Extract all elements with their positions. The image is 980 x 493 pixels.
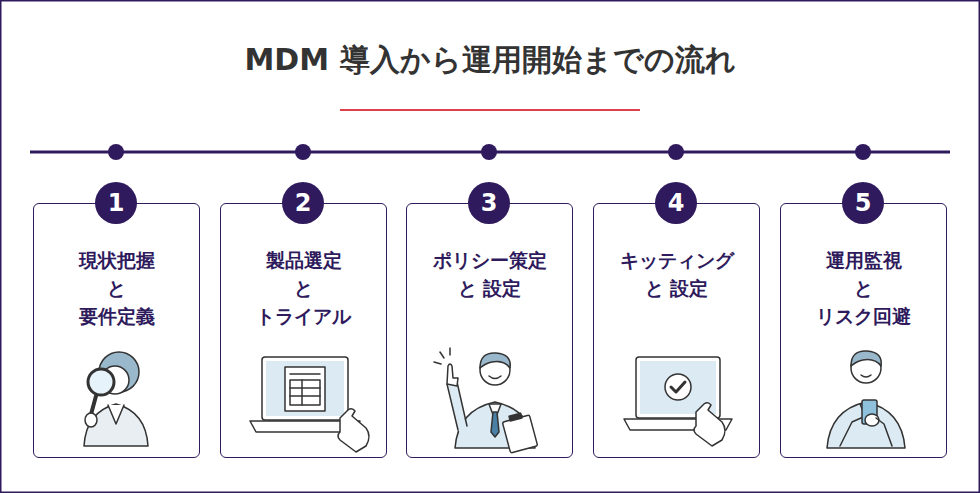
raised-finger — [447, 364, 458, 386]
person-collar — [108, 405, 124, 424]
step-number: 2 — [282, 182, 324, 224]
person-clipboard-illustration — [434, 348, 538, 453]
person-tie — [491, 412, 499, 437]
step-number-badge: 4 — [655, 182, 697, 224]
person-hand — [85, 413, 97, 427]
document-line — [290, 387, 320, 389]
pointing-hand — [338, 409, 369, 452]
person-smile — [861, 375, 871, 377]
timeline-dot — [668, 144, 684, 160]
document-line — [290, 373, 320, 375]
step-card: 製品選定 と トライアル2 — [220, 203, 387, 458]
badge-circle — [842, 182, 884, 224]
badge-circle — [282, 182, 324, 224]
step-label: 製品選定 と トライアル — [256, 246, 351, 330]
step-number-badge: 1 — [95, 182, 137, 224]
step-label: キッティング と 設定 — [620, 246, 734, 302]
check-circle — [665, 374, 691, 400]
person-hair — [851, 351, 881, 366]
magnifier-lens — [88, 369, 114, 395]
title-underline — [340, 109, 640, 111]
idea-spark — [440, 352, 444, 358]
timeline-dot — [108, 144, 124, 160]
step-card: 現状把握 と 要件定義1 — [33, 203, 200, 458]
timeline-dot — [481, 144, 497, 160]
badge-circle — [95, 182, 137, 224]
step-card: キッティング と 設定4 — [593, 203, 760, 458]
idea-spark — [434, 362, 441, 364]
document-table — [290, 380, 320, 405]
document-line — [290, 395, 320, 397]
step-label: 現状把握 と 要件定義 — [79, 246, 155, 330]
diagram-title: MDM 導入から運用開始までの流れ — [0, 40, 980, 81]
step-number-badge: 3 — [468, 182, 510, 224]
raised-arm-fill — [452, 382, 462, 428]
step-number: 3 — [468, 182, 510, 224]
step-card: 運用監視 と リスク回避5 — [780, 203, 947, 458]
clipboard — [502, 415, 537, 453]
step-number-badge: 2 — [282, 182, 324, 224]
person-arm — [876, 418, 892, 446]
timeline-dot — [855, 144, 871, 160]
clipboard-clip — [509, 413, 522, 421]
badge-circle — [468, 182, 510, 224]
step-number: 1 — [95, 182, 137, 224]
laptop-document-illustration — [250, 357, 369, 452]
person-hand — [865, 414, 879, 426]
laptop-display — [266, 361, 344, 416]
step-number: 5 — [842, 182, 884, 224]
raised-arm — [447, 382, 467, 430]
person-magnifier-illustration — [84, 352, 148, 446]
person-phone-illustration — [827, 351, 905, 448]
pointing-hand — [694, 403, 725, 446]
laptop-screen — [262, 357, 348, 420]
check-mark — [671, 382, 685, 392]
step-label: ポリシー策定 と 設定 — [433, 246, 547, 302]
idea-spark — [449, 348, 451, 355]
document-sheet — [285, 367, 325, 411]
document-line — [301, 380, 303, 405]
person-smile — [489, 376, 501, 379]
step-number-badge: 5 — [842, 182, 884, 224]
timeline-dot — [295, 144, 311, 160]
step-number: 4 — [655, 182, 697, 224]
badge-circle — [655, 182, 697, 224]
step-card: ポリシー策定 と 設定3 — [406, 203, 573, 458]
person-hair — [480, 353, 510, 368]
laptop-check-illustration — [624, 357, 732, 446]
step-label: 運用監視 と リスク回避 — [816, 246, 911, 330]
